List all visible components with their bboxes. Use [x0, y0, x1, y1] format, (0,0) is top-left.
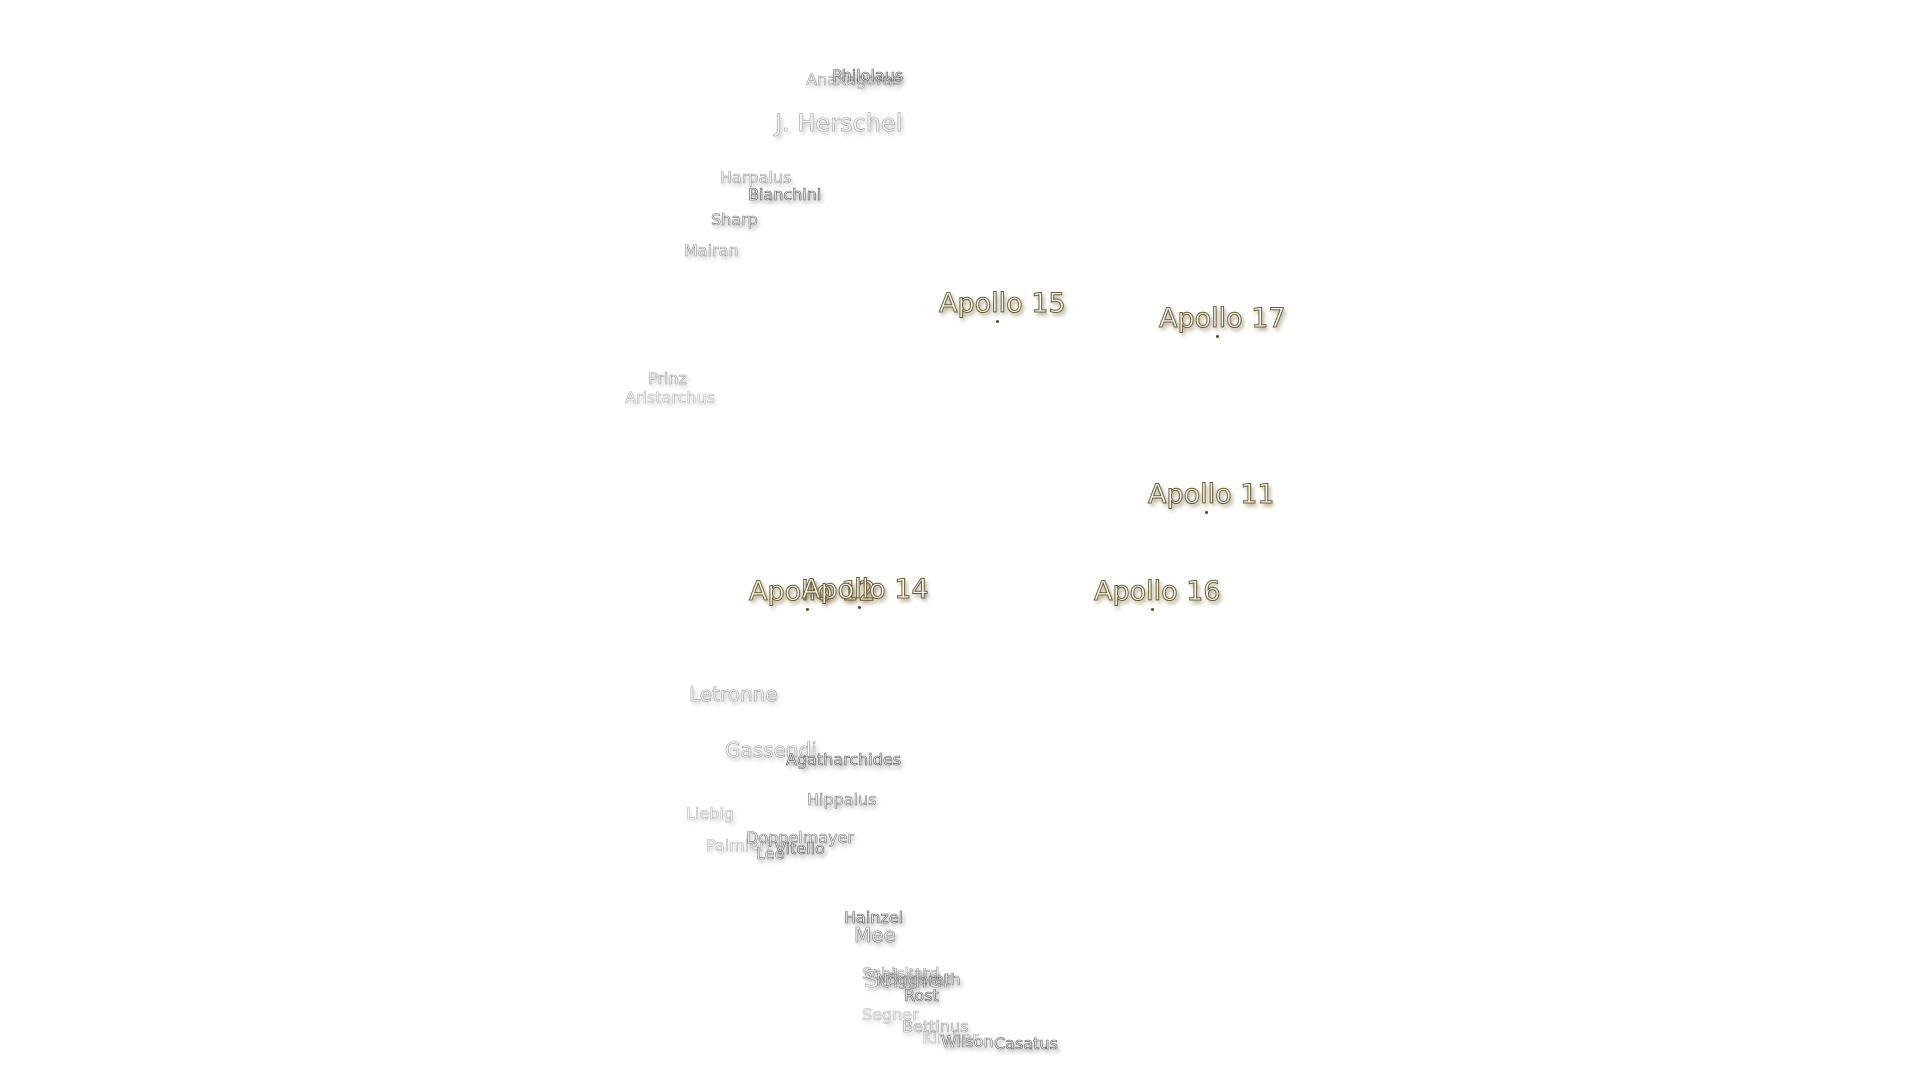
crater-label-aristarchus[interactable]: Aristarchus: [625, 388, 716, 407]
landing-site-marker-apollo-17[interactable]: [1216, 335, 1219, 338]
landing-site-marker-apollo-14[interactable]: [858, 606, 861, 609]
landing-site-marker-apollo-16[interactable]: [1151, 608, 1154, 611]
landing-site-label-apollo-12[interactable]: Apollo 12: [749, 576, 877, 607]
landing-site-label-apollo-17[interactable]: Apollo 17: [1159, 303, 1287, 334]
crater-label-kircher[interactable]: Kircher: [922, 1028, 979, 1047]
crater-label-harpalus[interactable]: Harpalus: [720, 168, 792, 187]
crater-label-vitello[interactable]: Vitello: [775, 839, 825, 858]
landing-site-label-apollo-16[interactable]: Apollo 16: [1094, 576, 1222, 607]
crater-label-gassendi[interactable]: Gassendi: [725, 738, 817, 762]
landing-site-label-apollo-15[interactable]: Apollo 15: [939, 288, 1067, 319]
crater-label-prinz[interactable]: Prinz: [648, 369, 688, 388]
landing-site-label-apollo-11[interactable]: Apollo 11: [1148, 479, 1276, 510]
crater-label-schiller[interactable]: Schiller: [864, 965, 953, 993]
crater-label-schickard[interactable]: Schickard: [862, 964, 940, 983]
crater-label-j-herschel[interactable]: J. Herschel: [775, 109, 903, 137]
crater-label-doppelmayer[interactable]: Doppelmayer: [746, 828, 855, 847]
landing-site-marker-apollo-12[interactable]: [806, 608, 809, 611]
crater-label-rost[interactable]: Rost: [904, 986, 939, 1005]
landing-site-marker-apollo-11[interactable]: [1205, 511, 1208, 514]
crater-label-noggerath[interactable]: Nöggerath: [876, 970, 961, 989]
crater-label-sharp[interactable]: Sharp: [711, 210, 758, 229]
crater-label-hippalus[interactable]: Hippalus: [807, 790, 877, 809]
crater-label-philolaus[interactable]: Philolaus: [832, 66, 904, 85]
crater-label-casatus[interactable]: Casatus: [994, 1034, 1058, 1053]
crater-label-liebig[interactable]: Liebig: [686, 804, 735, 823]
crater-label-bettinus[interactable]: Bettinus: [902, 1017, 969, 1036]
crater-label-lee[interactable]: Lee: [756, 844, 785, 863]
crater-label-mee[interactable]: Mee: [854, 923, 896, 947]
crater-label-agatharchides[interactable]: Agatharchides: [786, 750, 902, 769]
crater-label-hainzel[interactable]: Hainzel: [844, 908, 904, 927]
landing-site-label-apollo-14[interactable]: Apollo 14: [802, 574, 930, 605]
crater-label-bianchini[interactable]: Bianchini: [748, 185, 822, 204]
crater-label-palmieri[interactable]: Palmieri: [706, 836, 771, 855]
crater-label-anaxagoras[interactable]: Anaxagoras: [806, 70, 901, 89]
crater-label-mairan[interactable]: Mairan: [684, 241, 739, 260]
crater-label-wilson[interactable]: Wilson: [941, 1032, 994, 1051]
landing-site-marker-apollo-15[interactable]: [996, 320, 999, 323]
crater-label-segner[interactable]: Segner: [862, 1005, 919, 1024]
crater-label-letronne[interactable]: Letronne: [689, 682, 778, 706]
